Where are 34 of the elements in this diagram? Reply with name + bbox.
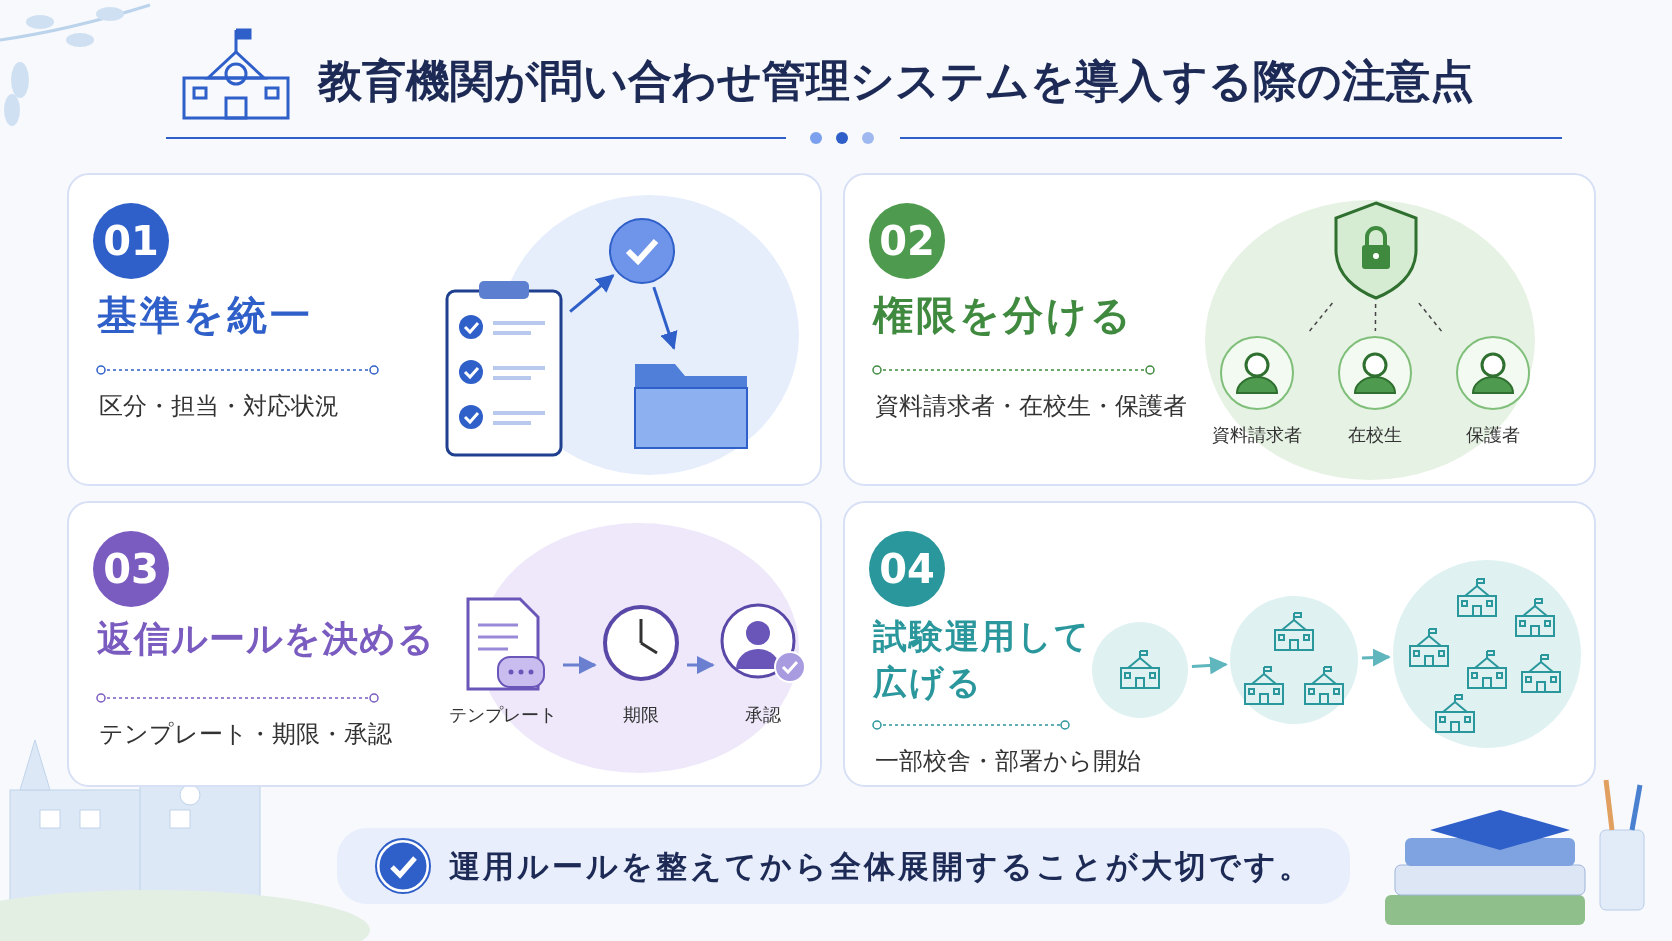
card-heading: 基準を統一 <box>97 291 314 340</box>
dashed-connector <box>1308 302 1334 333</box>
step-card <box>843 501 1596 787</box>
card-subtitle: テンプレート・期限・承認 <box>99 719 392 750</box>
card-heading: 権限を分ける <box>873 291 1135 340</box>
arrow <box>563 656 597 674</box>
card-heading: 試験運用して広げる <box>873 615 1092 704</box>
message-text: 運用ルールを整えてから全体展開することが大切です。 <box>449 847 1313 886</box>
arrow <box>1361 648 1391 667</box>
arrow <box>652 286 678 350</box>
step-label: テンプレート <box>449 703 557 727</box>
page-title: 教育機関が問い合わせ管理システムを導入する際の注意点 <box>318 54 1474 108</box>
number-badge: 04 <box>869 531 945 607</box>
step-card <box>67 173 822 486</box>
step-label: 承認 <box>745 703 781 727</box>
arrow <box>687 656 715 674</box>
number-badge: 02 <box>869 203 945 279</box>
role-label: 保護者 <box>1466 423 1520 447</box>
number-badge: 03 <box>93 531 169 607</box>
card-subtitle: 区分・担当・対応状況 <box>99 391 339 422</box>
arrow <box>569 274 615 313</box>
arrow <box>1191 656 1228 675</box>
number-badge: 01 <box>93 203 169 279</box>
card-subtitle: 資料請求者・在校生・保護者 <box>875 391 1187 422</box>
step-card <box>67 501 822 787</box>
message-banner <box>337 828 1350 904</box>
step-card <box>843 173 1596 486</box>
role-label: 資料請求者 <box>1212 423 1302 447</box>
role-label: 在校生 <box>1348 423 1402 447</box>
dashed-connector <box>1418 302 1443 333</box>
card-heading: 返信ルールを決める <box>97 617 436 661</box>
card-subtitle: 一部校舎・部署から開始 <box>875 746 1141 777</box>
dashed-connector <box>1374 303 1377 332</box>
step-label: 期限 <box>623 703 659 727</box>
